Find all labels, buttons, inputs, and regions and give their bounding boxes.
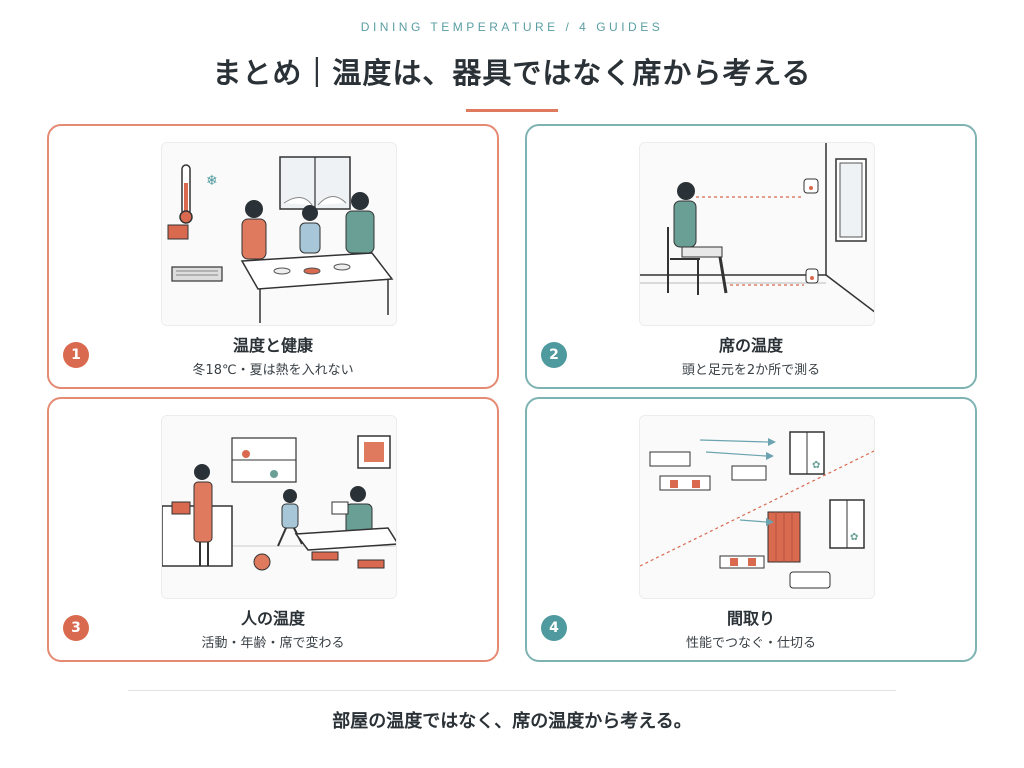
floor-plan-illustration: ✿ ✿ [639,415,875,599]
card-title: 間取り [726,609,775,628]
card-number-badge: 1 [63,342,89,368]
footer-divider [128,690,896,691]
family-activity-illustration [161,415,397,599]
card-title: 席の温度 [718,336,783,355]
card-subtitle: 性能でつなぐ・仕切る [685,636,816,651]
card-seat-temperature: 2 席の温度 頭と足元を2か所で測る [525,124,977,389]
family-dining-illustration: ❄ [161,142,397,326]
svg-text:✿: ✿ [850,532,858,543]
eyebrow: DINING TEMPERATURE / 4 GUIDES [360,20,664,34]
card-number-badge: 2 [541,342,567,368]
card-person-temperature: 3 人の温度 活動・年齢・席で変わる [47,397,499,662]
card-title: 人の温度 [240,609,305,628]
conclusion-text: 部屋の温度ではなく、席の温度から考える。 [332,711,692,732]
svg-text:❄: ❄ [206,173,218,189]
seated-person-illustration [639,142,875,326]
card-title: 温度と健康 [232,336,313,355]
card-number-badge: 3 [63,615,89,641]
title-underline [466,109,558,112]
card-subtitle: 活動・年齢・席で変わる [201,636,345,651]
card-temperature-health: ❄ 1 温度と健康 冬18℃・夏は熱を入れない [47,124,499,389]
svg-text:✿: ✿ [812,460,820,471]
card-floor-plan: ✿ ✿ 4 間取り 性能でつなぐ・仕切る [525,397,977,662]
card-subtitle: 冬18℃・夏は熱を入れない [192,363,354,378]
card-number-badge: 4 [541,615,567,641]
card-subtitle: 頭と足元を2か所で測る [681,363,821,378]
page-title: まとめ｜温度は、器具ではなく席から考える [212,56,812,90]
